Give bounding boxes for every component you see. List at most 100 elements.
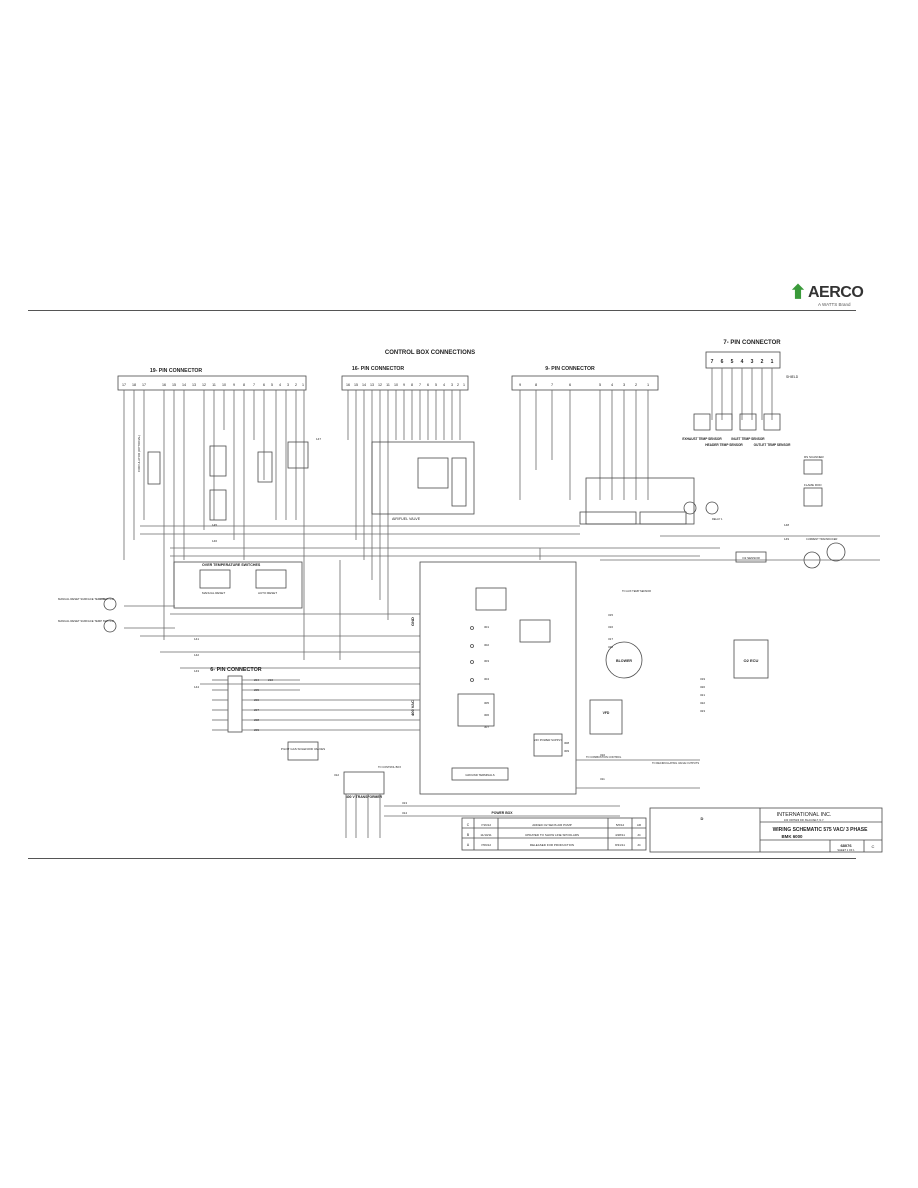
wire-number: 304 (484, 677, 489, 681)
c16-pin: 16 (346, 383, 350, 387)
wire-number: 317 (608, 637, 613, 641)
c16-pin: 2 (457, 383, 459, 387)
air-fuel-valve-box (371, 441, 475, 515)
transformer-label: 400 V TRANSFORMER (346, 795, 383, 799)
wire-number: 303 (484, 659, 489, 663)
c16-pin: 9 (403, 383, 405, 387)
rev-letter: C (467, 823, 470, 827)
shield-label: SHIELD (786, 375, 799, 379)
connector-19-box (117, 375, 307, 391)
c19-pin: 2 (295, 383, 297, 387)
rev-by: 5/6/12 (616, 823, 625, 827)
c19-pin: 4 (279, 383, 281, 387)
c9-label: 9- PIN CONNECTOR (545, 366, 595, 372)
c19-pin: 7 (253, 383, 255, 387)
wire-number: 316 (608, 625, 613, 629)
sensor-label: EXHAUST TEMP SENSOR (682, 437, 722, 441)
brand-tagline: A WATTS Brand (818, 302, 851, 307)
c16-pin: 6 (427, 383, 429, 387)
c9-pin: 8 (535, 383, 537, 387)
connector-9-box (511, 375, 659, 391)
o2-ecu-label: O2 ECU (744, 658, 759, 663)
c16-pin: 7 (419, 383, 421, 387)
header-rule (28, 310, 856, 311)
c19-pin: 11 (212, 383, 216, 387)
wire-number: 321 (700, 693, 705, 697)
diagram-title: CONTROL BOX CONNECTIONS (385, 350, 475, 356)
manual-reset-label: MANUAL RESET (202, 591, 225, 595)
wire-number: 312 (334, 773, 339, 777)
wire-number: 323 (700, 709, 705, 713)
wire-number: 143 (194, 669, 199, 673)
c19-pin: 5 (271, 383, 273, 387)
pilot-gas-label: PILOT GAS SOLENOID VALVES (281, 747, 325, 751)
c19-pin: 12 (202, 383, 206, 387)
brand-logo: AERCO (808, 284, 864, 301)
wire-number: 146 (212, 539, 217, 543)
wire-number: 313 (402, 801, 407, 805)
c19-label: 19- PIN CONNECTOR (150, 368, 203, 374)
drawing-title: WIRING SCHEMATIC 575 VAC/ 3 PHASE (773, 827, 868, 833)
wire-number: 210 (268, 678, 273, 682)
sensor-label: HEADER TEMP SENSOR (705, 443, 743, 447)
c19-pin: 18 (132, 383, 136, 387)
c9-pin: 5 (599, 383, 601, 387)
rev-app: JC (637, 843, 642, 847)
wire-number: 141 (194, 637, 199, 641)
c7-pin: 5 (731, 359, 734, 365)
c9-pin: 2 (635, 383, 637, 387)
wire-number: 204 (254, 678, 259, 682)
vfd-label: VFD (603, 711, 610, 715)
air-fuel-valve-label: AIR/FUEL VALVE (392, 517, 421, 521)
sensor-label: OUTLET TEMP SENSOR (754, 443, 791, 447)
rev-letter: B (467, 833, 470, 837)
to-control-box-label: TO CONTROL BOX (378, 765, 401, 769)
connector-7-box (705, 351, 781, 369)
rev-desc: RELEASED FOR PRODUCTION (530, 843, 574, 847)
c16-pin: 3 (451, 383, 453, 387)
footer-rule (28, 858, 856, 859)
power-box (419, 561, 577, 795)
rev-letter: A (467, 843, 470, 847)
circulator-label: CIRCULATOR (OPTIONAL) (137, 435, 141, 472)
c16-pin: 11 (386, 383, 390, 387)
wire-number: 305 (484, 701, 489, 705)
blower-label: BLOWER (616, 659, 632, 663)
over-temp-label: OVER TEMPERATURE SWITCHES (202, 563, 261, 567)
c16-pin: 13 (370, 383, 374, 387)
c7-pin: 4 (741, 359, 744, 365)
c9-pin: 9 (519, 383, 521, 387)
wire-number: 209 (254, 728, 259, 732)
c16-pin: 1 (463, 383, 465, 387)
wire-number: 149 (784, 537, 789, 541)
rev-app: AR (637, 823, 642, 827)
blower-icon (605, 641, 643, 679)
c19-pin: 17 (142, 383, 146, 387)
c19-pin: 15 (172, 383, 176, 387)
wire-number: 315 (608, 613, 613, 617)
wire-number: 207 (254, 708, 259, 712)
c16-pin: 12 (378, 383, 382, 387)
wire-number: 310 (600, 753, 605, 757)
ground-terminals-label: GROUND TERMINALS (465, 773, 494, 777)
wire-number: 311 (600, 777, 605, 781)
c19-pin: 8 (243, 383, 245, 387)
c19-pin: 10 (222, 383, 226, 387)
wire-number: 208 (254, 718, 259, 722)
rev-desc: ADDED O2 SENS AIR PUMP (532, 823, 572, 827)
rs-scanner-label: RS SCANNER (804, 455, 825, 459)
rev-by: 4/28/11 (615, 833, 625, 837)
wire-number: 205 (254, 688, 259, 692)
c16-pin: 15 (354, 383, 358, 387)
title-block (649, 807, 883, 853)
c16-pin: 5 (435, 383, 437, 387)
power-supply-label: 24V POWER SUPPLY (534, 738, 562, 742)
c19-pin: 14 (182, 383, 186, 387)
c7-pin: 3 (751, 359, 754, 365)
sensor-label: INLET TEMP SENSOR (731, 437, 765, 441)
c19-pin: 3 (287, 383, 289, 387)
c16-pin: 4 (443, 383, 445, 387)
sheet-number: SHEET 1 OF 1 (837, 848, 855, 852)
c19-pin: 17 (122, 383, 126, 387)
